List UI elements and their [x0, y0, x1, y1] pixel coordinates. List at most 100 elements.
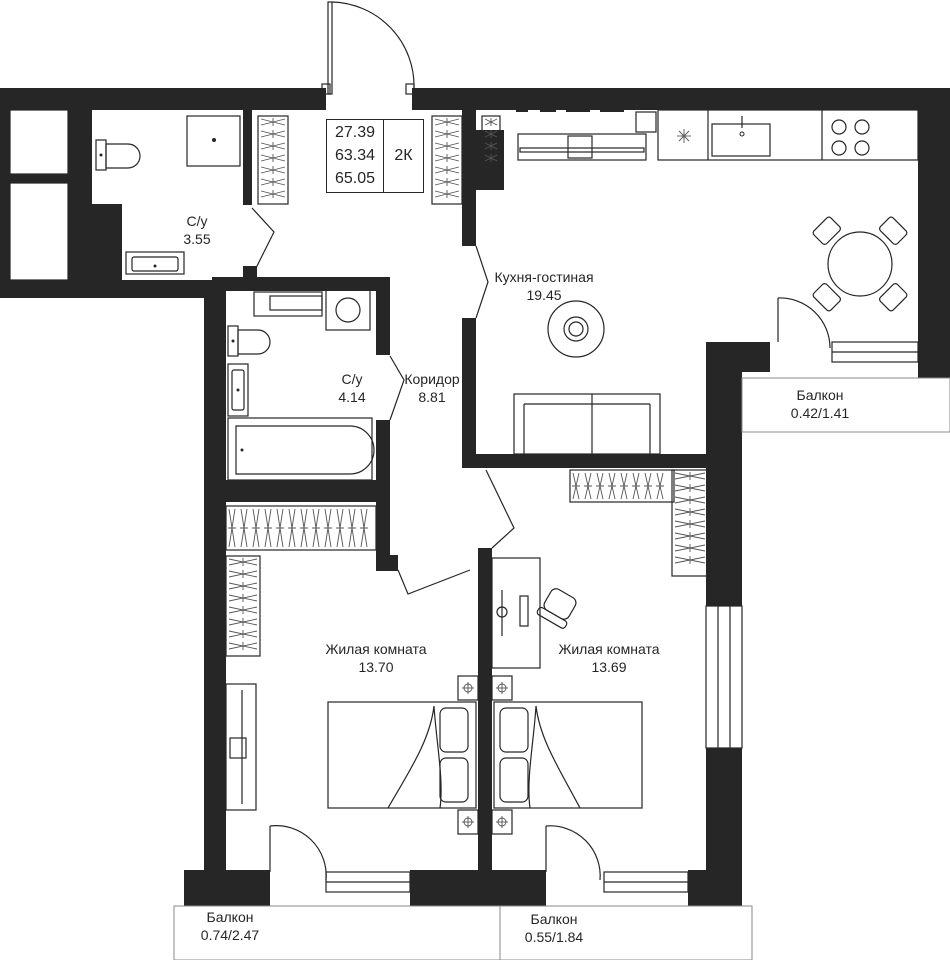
apartment-summary: 27.39 63.34 65.05 2К	[326, 119, 424, 193]
room-label-balcony-kitchen: Балкон 0.42/1.41	[791, 386, 849, 422]
hanger-mark	[252, 508, 260, 548]
sink-icon	[227, 363, 249, 417]
room-label-bedroom-right: Жилая комната 13.69	[558, 640, 659, 676]
hanger-mark	[434, 178, 460, 186]
hanger-mark	[260, 166, 286, 174]
hanger-mark	[348, 508, 356, 548]
hanger-mark	[434, 118, 460, 126]
hanger-mark	[674, 532, 706, 540]
hanger-mark	[240, 508, 248, 548]
hanger-mark	[572, 472, 580, 500]
hanger-mark	[674, 556, 706, 564]
office-chair-icon	[536, 588, 577, 629]
hanger-mark	[228, 618, 258, 626]
kitchen-balcony	[741, 377, 950, 433]
hanger-mark	[434, 166, 460, 174]
hanger-mark	[484, 118, 498, 126]
room-area: 4.14	[338, 389, 366, 405]
tv-icon	[517, 133, 647, 161]
room-label-bathroom-1: С/у 3.55	[183, 212, 210, 248]
room-area: 8.81	[418, 389, 446, 405]
room-name: С/у	[341, 371, 363, 387]
hanger-mark	[260, 130, 286, 138]
hanger-mark	[596, 472, 604, 500]
hanger-mark	[228, 570, 258, 578]
sofa-icon	[513, 393, 661, 455]
room-area: 0.42/1.41	[790, 405, 850, 421]
hanger-mark	[228, 594, 258, 602]
hanger-mark	[228, 606, 258, 614]
room-label-balcony-right: Балкон 0.55/1.84	[525, 910, 583, 946]
hanger-mark	[632, 472, 640, 500]
stove-icon	[831, 119, 870, 156]
corridor-doors	[389, 245, 515, 595]
room-name: С/у	[186, 213, 208, 229]
bedroom-left-fixtures	[225, 675, 479, 893]
hanger-mark	[674, 484, 706, 492]
wardrobe-icons	[225, 115, 709, 657]
room-area: 13.69	[591, 659, 627, 675]
hanger-mark	[674, 520, 706, 528]
dining-table-icon	[812, 216, 908, 312]
walls	[0, 88, 950, 906]
kitchen-fixtures	[513, 109, 919, 455]
room-label-corridor: Коридор 8.81	[404, 370, 459, 406]
hanger-mark	[288, 508, 296, 548]
room-name: Кухня-гостиная	[494, 269, 594, 285]
hanger-mark	[228, 558, 258, 566]
hanger-mark	[434, 190, 460, 198]
hanger-mark	[260, 190, 286, 198]
tv-icon	[225, 683, 257, 811]
living-area: 27.39	[334, 124, 376, 142]
hanger-mark	[674, 496, 706, 504]
room-name: Жилая комната	[558, 641, 660, 657]
hanger-mark	[674, 472, 706, 480]
hanger-mark	[434, 154, 460, 162]
bedside-lamp-icon	[491, 675, 513, 835]
hanger-mark	[228, 582, 258, 590]
hanger-mark	[674, 508, 706, 516]
hanger-mark	[674, 544, 706, 552]
hanger-mark	[260, 142, 286, 150]
hanger-mark	[644, 472, 652, 500]
hanger-mark	[276, 508, 284, 548]
hanger-mark	[336, 508, 344, 548]
hanger-mark	[312, 508, 320, 548]
room-label-bathroom-2: С/у 4.14	[338, 370, 365, 406]
room-name: Балкон	[530, 911, 578, 927]
bathroom-2-fixtures	[227, 289, 375, 481]
toilet-icon	[95, 139, 141, 171]
kitchen-counter-icon	[657, 109, 919, 161]
double-bed-icon	[493, 701, 643, 809]
hanger-mark	[484, 154, 498, 162]
room-label-kitchen-living: Кухня-гостиная 19.45	[494, 268, 593, 304]
hanger-mark	[260, 118, 286, 126]
apartment-type: 2К	[394, 147, 413, 164]
toilet-icon	[227, 325, 271, 357]
hanger-mark	[608, 472, 616, 500]
hanger-mark	[656, 472, 664, 500]
room-area: 13.70	[358, 659, 394, 675]
hanger-mark	[584, 472, 592, 500]
desk-icon	[491, 557, 541, 669]
storage-closets	[9, 109, 69, 281]
hanger-mark	[260, 154, 286, 162]
room-label-balcony-left: Балкон 0.74/2.47	[201, 908, 259, 944]
room-name: Коридор	[404, 371, 460, 387]
hanger-mark	[484, 130, 498, 138]
sink-icon	[711, 116, 771, 157]
double-bed-icon	[327, 701, 477, 809]
room-name: Балкон	[796, 387, 844, 403]
sink-icon	[125, 251, 185, 275]
shower-tray-icon	[186, 115, 241, 167]
room-area: 0.55/1.84	[524, 929, 584, 945]
hanger-mark	[324, 508, 332, 548]
area-list: 27.39 63.34 65.05	[327, 120, 384, 192]
hanger-mark	[434, 130, 460, 138]
washing-machine-icon	[325, 289, 371, 331]
room-name: Балкон	[206, 909, 254, 925]
hanger-mark	[260, 178, 286, 186]
room-name: Жилая комната	[325, 641, 427, 657]
entrance-door	[321, 1, 415, 95]
